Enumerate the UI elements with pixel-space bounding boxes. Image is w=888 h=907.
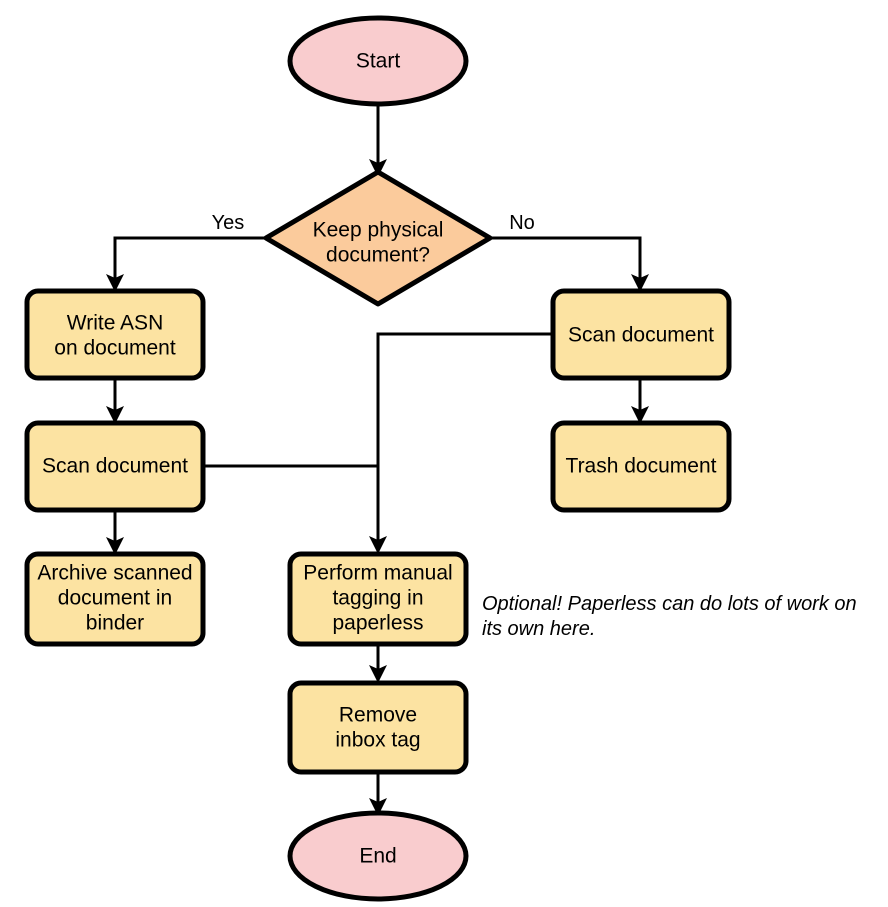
node-start[interactable]: Start: [287, 15, 469, 107]
node-archive-scanned-document[interactable]: Archive scanned document in binder: [24, 551, 206, 647]
write-asn-box[interactable]: [24, 288, 206, 381]
archive-label-line3: binder: [86, 612, 144, 635]
edge-remove-inbox-to-end: [369, 772, 387, 816]
annotation-optional-note: Optional! Paperless can do lots of work …: [482, 593, 857, 640]
write-asn-label-line1: Write ASN: [67, 312, 163, 335]
edge-tagging-to-remove-inbox: [369, 644, 387, 683]
remove-inbox-label-line2: inbox tag: [335, 729, 420, 752]
remove-inbox-box[interactable]: [287, 680, 469, 775]
edge-label-yes: Yes: [212, 212, 245, 234]
node-scan-document-left[interactable]: Scan document: [24, 420, 206, 513]
scan-document-left-label: Scan document: [42, 455, 188, 478]
optional-note-line1: Optional! Paperless can do lots of work …: [482, 593, 857, 615]
node-write-asn[interactable]: Write ASN on document: [24, 288, 206, 381]
node-remove-inbox-tag[interactable]: Remove inbox tag: [287, 680, 469, 775]
edge-write-asn-to-scan-left: [106, 378, 124, 424]
edge-label-no: No: [509, 212, 535, 234]
node-scan-document-right[interactable]: Scan document: [550, 288, 732, 381]
edge-scan-right-to-tagging: [369, 332, 552, 554]
edge-decision-yes-to-write-asn: [106, 236, 264, 292]
trash-document-label: Trash document: [566, 455, 717, 478]
node-perform-manual-tagging[interactable]: Perform manual tagging in paperless: [287, 551, 469, 647]
archive-label-line2: document in: [58, 587, 172, 610]
edge-scan-left-to-archive: [106, 511, 124, 555]
archive-label-line1: Archive scanned: [37, 562, 192, 585]
scan-document-right-label: Scan document: [568, 324, 714, 347]
decision-diamond[interactable]: [263, 169, 493, 307]
end-label: End: [359, 845, 396, 868]
scan-document-left-box[interactable]: [24, 420, 206, 513]
node-decision-keep-physical-document[interactable]: Keep physical document?: [263, 169, 493, 307]
tagging-label-line2: tagging in: [332, 587, 423, 610]
decision-label-line1: Keep physical: [313, 219, 444, 242]
trash-document-box[interactable]: [550, 420, 732, 513]
tagging-box[interactable]: [287, 551, 469, 647]
edge-decision-no-to-scan-right: [491, 236, 649, 292]
end-ellipse[interactable]: [287, 810, 469, 902]
tagging-label-line1: Perform manual: [303, 562, 452, 585]
tagging-label-line3: paperless: [332, 612, 423, 635]
optional-note-line2: its own here.: [482, 618, 595, 640]
edge-start-to-decision: [369, 105, 387, 177]
decision-label-line2: document?: [326, 244, 430, 267]
start-ellipse[interactable]: [287, 15, 469, 107]
archive-box[interactable]: [24, 551, 206, 647]
remove-inbox-label-line1: Remove: [339, 704, 417, 727]
start-label: Start: [356, 50, 401, 73]
edge-scan-right-to-trash: [631, 378, 649, 424]
write-asn-label-line2: on document: [54, 337, 176, 360]
node-trash-document[interactable]: Trash document: [550, 420, 732, 513]
scan-document-right-box[interactable]: [550, 288, 732, 381]
node-end[interactable]: End: [287, 810, 469, 902]
